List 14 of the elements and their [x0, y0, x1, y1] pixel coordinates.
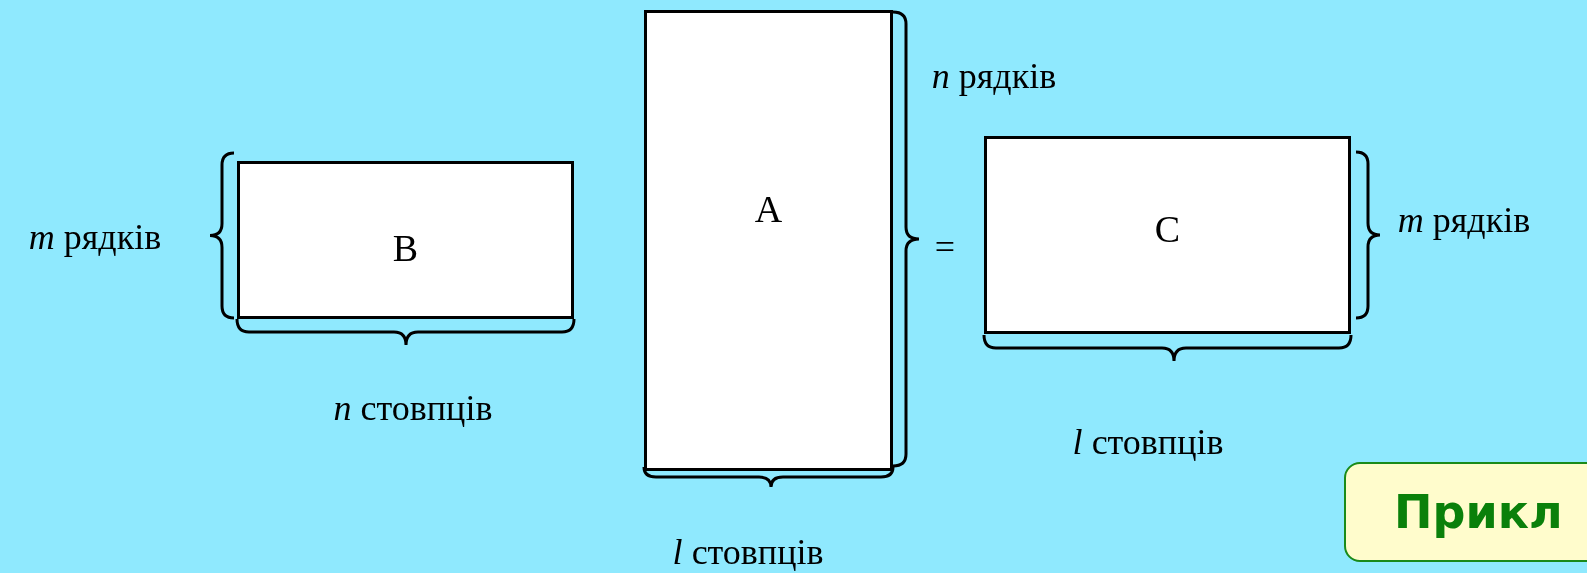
- matrix-name: A: [754, 189, 783, 228]
- matrix-name: B: [392, 228, 419, 267]
- dimension-label: l стовпців: [672, 534, 824, 570]
- dimension-label: =: [934, 229, 956, 265]
- matrix-rectangle: [984, 136, 1351, 334]
- matrix-rectangle: [644, 10, 893, 471]
- example-button: Прикл: [1344, 462, 1587, 562]
- dimension-label: n рядків: [931, 58, 1057, 94]
- dimension-label: m рядків: [1397, 202, 1531, 238]
- matrix-rectangle: [237, 161, 574, 319]
- dimension-label: m рядків: [28, 219, 162, 255]
- dimension-label: n стовпців: [333, 390, 493, 426]
- matrix-name: C: [1154, 210, 1181, 249]
- dimension-label: l стовпців: [1072, 424, 1224, 460]
